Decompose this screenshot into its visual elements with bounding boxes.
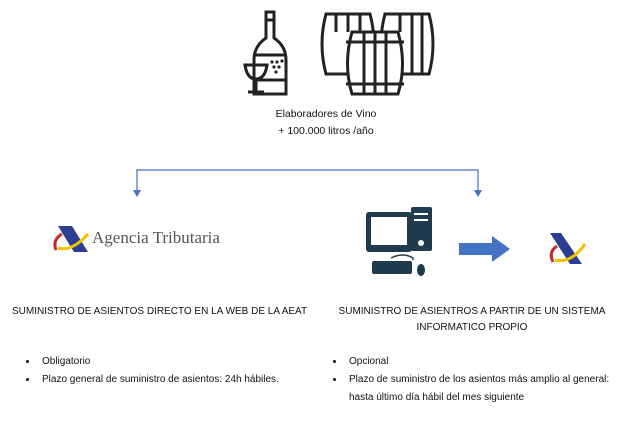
left-bullet-list: Obligatorio Plazo general de suministro … (18, 353, 338, 389)
producer-caption: Elaboradores de Vino + 100.000 litros /a… (240, 106, 412, 140)
arrowhead-right (474, 190, 482, 197)
connector-arrows (136, 169, 479, 192)
grapes-icon (270, 59, 284, 74)
right-heading-line-2: INFORMATICO PROPIO (416, 322, 528, 333)
right-heading: SUMINISTRO DE ASIENTROS A PARTIR DE UN S… (334, 304, 610, 336)
right-arrow-icon (459, 236, 510, 262)
computer-icon (366, 207, 432, 276)
barrels-icon (320, 12, 435, 96)
aeat-logo-text: Agencia Tributaria (92, 228, 220, 247)
list-item: Obligatorio (38, 353, 338, 371)
wine-bottle-icon (243, 10, 288, 96)
right-heading-line-1: SUMINISTRO DE ASIENTROS A PARTIR DE UN S… (338, 306, 606, 317)
caption-line-1: Elaboradores de Vino (275, 108, 377, 120)
caption-line-2: + 100.000 litros /año (278, 125, 374, 137)
left-heading: SUMINISTRO DE ASIENTOS DIRECTO EN LA WEB… (12, 306, 308, 317)
right-bullet-list: Opcional Plazo de suministro de los asie… (325, 353, 627, 407)
arrowhead-left (133, 190, 141, 197)
list-item: Plazo general de suministro de asientos:… (38, 371, 338, 389)
list-item: Plazo de suministro de los asientos más … (345, 371, 627, 407)
aeat-small-logo-icon (549, 233, 587, 264)
aeat-logo-icon (53, 226, 90, 252)
list-item: Opcional (345, 353, 627, 371)
